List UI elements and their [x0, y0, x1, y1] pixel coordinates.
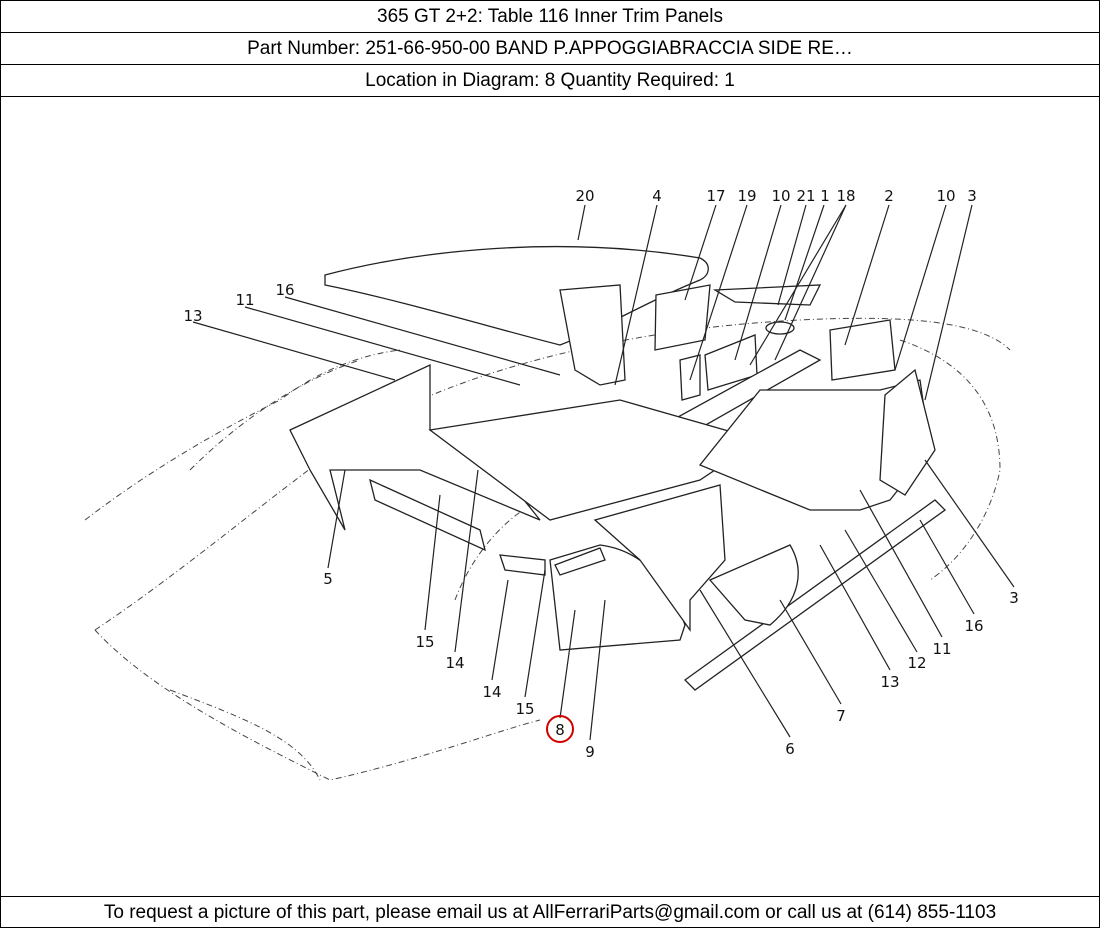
- highlight-circle: [546, 715, 574, 743]
- callout-16[interactable]: 16: [275, 281, 294, 299]
- rear-panel-3: [698, 379, 931, 511]
- callout-19[interactable]: 19: [737, 187, 756, 205]
- callout-labels: 20 4 17 19 10 21 1 18 2 10 3 16 11 13 5 …: [183, 187, 1018, 761]
- callout-20[interactable]: 20: [575, 187, 594, 205]
- callout-11[interactable]: 11: [235, 291, 254, 309]
- callout-13[interactable]: 13: [183, 307, 202, 325]
- quarter-panel-left: [289, 363, 541, 531]
- callout-2[interactable]: 2: [884, 187, 894, 205]
- page-title: 365 GT 2+2: Table 116 Inner Trim Panels: [0, 1, 1100, 33]
- wheel-arch-cover: [879, 368, 936, 496]
- callout-9[interactable]: 9: [585, 743, 595, 761]
- contact-footer: To request a picture of this part, pleas…: [0, 896, 1100, 928]
- callout-18[interactable]: 18: [836, 187, 855, 205]
- location-quantity: Location in Diagram: 8 Quantity Required…: [0, 65, 1100, 97]
- callout-10b[interactable]: 10: [936, 187, 955, 205]
- panel-19: [679, 354, 701, 401]
- panel-8-highlight: [554, 547, 606, 576]
- callout-7[interactable]: 7: [836, 707, 846, 725]
- callout-14b[interactable]: 14: [482, 683, 501, 701]
- callout-21[interactable]: 21: [796, 187, 815, 205]
- panel-6: [593, 484, 726, 633]
- panel-7: [708, 544, 799, 626]
- armrest-15: [369, 478, 486, 552]
- callout-15[interactable]: 15: [415, 633, 434, 651]
- callout-16b[interactable]: 16: [964, 617, 983, 635]
- grommet-21: [765, 321, 795, 335]
- callout-10[interactable]: 10: [771, 187, 790, 205]
- callout-12[interactable]: 12: [907, 654, 926, 672]
- panel-10: [712, 284, 822, 306]
- sill-right: [683, 499, 947, 691]
- callout-5[interactable]: 5: [323, 570, 333, 588]
- callout-13b[interactable]: 13: [880, 673, 899, 691]
- callout-11b[interactable]: 11: [932, 640, 951, 658]
- callout-4[interactable]: 4: [652, 187, 662, 205]
- callout-1[interactable]: 1: [820, 187, 830, 205]
- panel-2: [829, 319, 896, 381]
- roof-lining: [324, 245, 709, 346]
- part-number: Part Number: 251-66-950-00 BAND P.APPOGG…: [0, 33, 1100, 65]
- callout-8-highlighted[interactable]: 8: [555, 721, 565, 739]
- rear-shelf: [559, 284, 626, 386]
- parts-diagram: 20 4 17 19 10 21 1 18 2 10 3 16 11 13 5 …: [84, 187, 1019, 781]
- callout-15b[interactable]: 15: [515, 700, 534, 718]
- callout-6[interactable]: 6: [785, 740, 795, 758]
- callout-3b[interactable]: 3: [1009, 589, 1019, 607]
- car-outline: [84, 317, 1011, 781]
- callout-17[interactable]: 17: [706, 187, 725, 205]
- leader-lines: [192, 204, 1015, 741]
- callout-14[interactable]: 14: [445, 654, 464, 672]
- floor-strip: [499, 554, 546, 576]
- callout-3[interactable]: 3: [967, 187, 977, 205]
- panel-17: [654, 284, 711, 351]
